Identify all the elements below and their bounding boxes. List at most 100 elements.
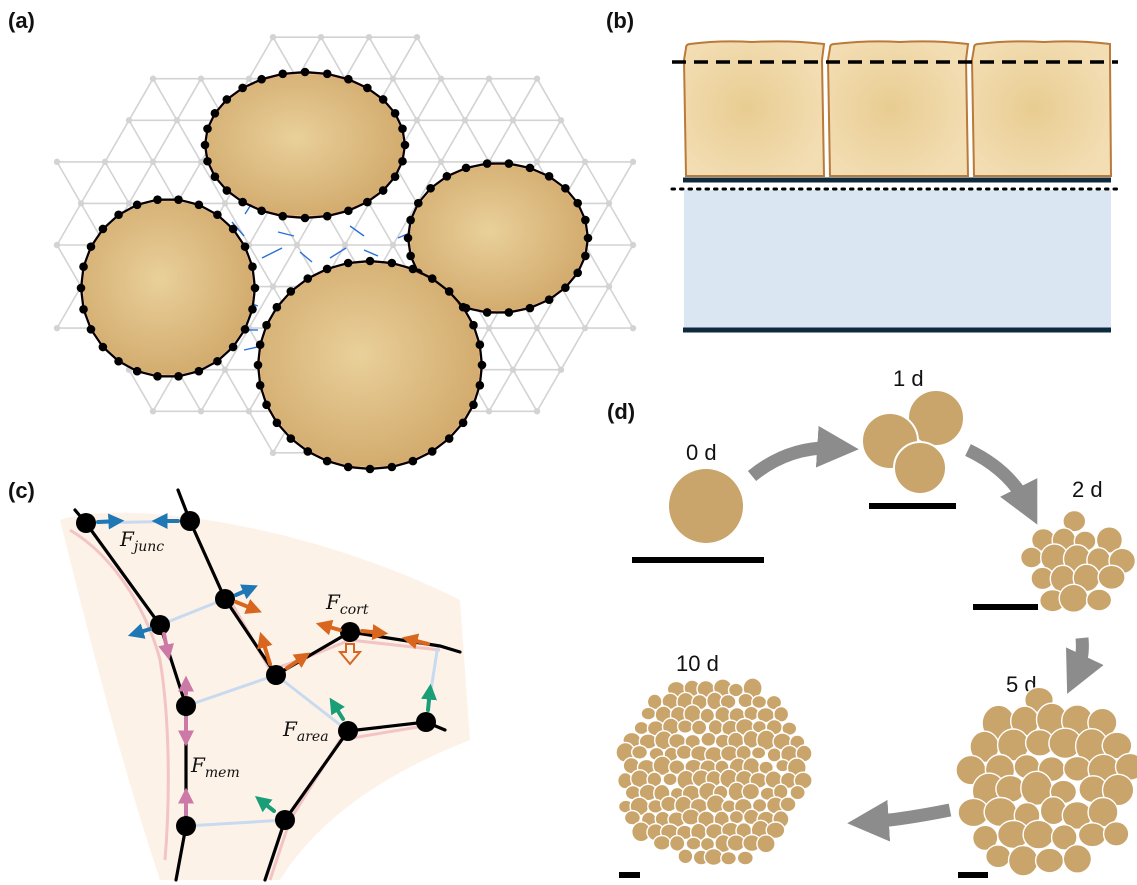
lattice-node [269, 449, 277, 457]
lattice-node [437, 75, 445, 82]
membrane-node [153, 372, 162, 381]
lattice-node [389, 241, 397, 249]
organoid-cell [765, 694, 783, 711]
cell-body [260, 263, 480, 467]
membrane-node [426, 183, 435, 193]
organoid-cell [1062, 509, 1087, 533]
stage-0d-label: 0 d [686, 440, 717, 465]
membrane-node [544, 295, 554, 305]
membrane-node [581, 215, 590, 225]
membrane-node [222, 95, 232, 104]
medium-layer [684, 190, 1111, 330]
junction-link [261, 247, 283, 259]
membrane-node [228, 224, 238, 234]
lattice-node [173, 117, 181, 124]
lattice-node [149, 408, 157, 415]
organoid-cell [1101, 731, 1133, 760]
membrane-node [475, 380, 485, 390]
membrane-node [387, 462, 397, 472]
membrane-node [390, 172, 400, 181]
organoid-cell [1085, 588, 1113, 612]
junction-link [349, 225, 365, 237]
membrane-node [194, 366, 204, 376]
f-junc-label: Fjunc [119, 527, 164, 555]
lattice-node [533, 75, 541, 82]
lattice-node [605, 283, 613, 290]
junction-link [329, 247, 347, 259]
membrane-node [203, 124, 212, 134]
membrane-node [79, 304, 88, 314]
membrane-node [257, 74, 266, 84]
lattice-node [389, 75, 397, 82]
lattice-node [149, 158, 157, 166]
lattice-node [581, 324, 589, 332]
membrane-node [114, 210, 123, 220]
organoid-cell [1058, 583, 1089, 613]
lattice-node [269, 283, 277, 290]
junction-link [299, 251, 313, 263]
membrane-node [469, 400, 478, 410]
membrane-node [390, 109, 400, 118]
membrane-node [255, 380, 265, 390]
membrane-node [203, 156, 212, 166]
membrane-node [400, 140, 410, 150]
membrane-node [210, 109, 220, 118]
membrane-node [482, 159, 492, 168]
membrane-node [461, 163, 471, 173]
lattice-node [221, 366, 229, 373]
membrane-node [194, 200, 204, 210]
membrane-node [86, 325, 96, 334]
cell-body [410, 165, 586, 311]
panel-c-label: (c) [8, 478, 35, 503]
organoid-10d [615, 677, 813, 867]
membrane-node [248, 262, 257, 272]
stage-2d-label: 2 d [1072, 477, 1103, 502]
lattice-node [125, 200, 133, 207]
membrane-node [408, 456, 418, 466]
membrane-node [504, 308, 514, 317]
lattice-node [293, 241, 301, 249]
membrane-node [525, 163, 535, 173]
cells [76, 67, 593, 474]
membrane-node [250, 283, 260, 293]
stage-1d-label: 1 d [893, 366, 924, 391]
organoid-cell [633, 720, 650, 736]
membrane-node [477, 360, 487, 370]
membrane-node [238, 197, 247, 207]
membrane-node [300, 67, 310, 77]
membrane-node [363, 197, 372, 207]
organoid-cell [773, 705, 790, 723]
lattice-node [53, 241, 61, 249]
membrane-node [475, 340, 485, 350]
membrane-node [213, 210, 222, 220]
cell-box-3 [970, 40, 1113, 177]
organoid-cell [677, 848, 694, 865]
cell-region-shading [60, 512, 470, 880]
lattice-node [149, 75, 157, 82]
organoid-cell [720, 850, 738, 866]
membrane-node [132, 200, 142, 210]
membrane-node [406, 215, 415, 225]
panel-d: (d) 0 d 1 d 2 d 5 d 10 d [607, 366, 1137, 878]
lattice-node [533, 408, 541, 415]
lattice-node [53, 158, 61, 166]
lattice-node [533, 158, 541, 166]
organoid-cell [1022, 819, 1055, 850]
force-arrows [96, 513, 438, 816]
lattice-node [77, 200, 85, 207]
lattice-node [125, 117, 133, 124]
organoid-cell [1062, 844, 1093, 874]
growth-arrows [747, 425, 1104, 842]
membrane-node [573, 268, 582, 278]
membrane-node [469, 320, 478, 330]
membrane-node [365, 256, 375, 266]
f-cort-label: Fcort [325, 590, 369, 618]
organoid-cell [1019, 546, 1044, 569]
membrane-node [544, 171, 554, 181]
cortex-normal-arrow [337, 643, 363, 666]
lattice-node [533, 324, 541, 332]
membrane-node [581, 251, 590, 261]
panel-b-label: (b) [606, 8, 634, 33]
membrane-node [344, 74, 353, 84]
